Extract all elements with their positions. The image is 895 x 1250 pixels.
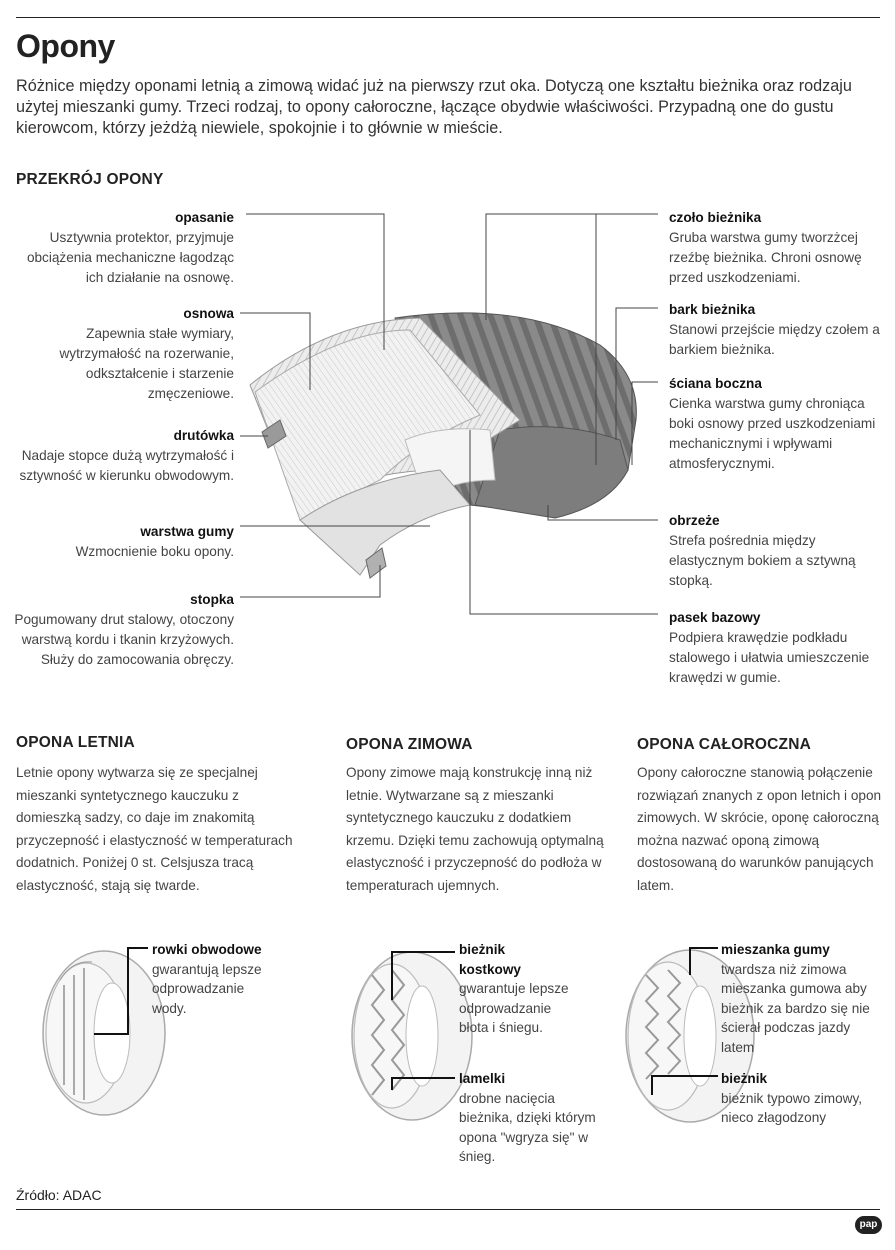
winter-tire	[351, 951, 473, 1121]
allseason-tire	[625, 947, 755, 1123]
winter-heading: OPONA ZIMOWA	[346, 736, 473, 753]
bead-toe	[365, 547, 387, 579]
bead-wire	[261, 419, 287, 449]
bottom-rule	[16, 1209, 880, 1210]
tire-cross-section-illustration	[240, 213, 658, 615]
page-title: Opony	[16, 28, 115, 64]
lower-wall	[299, 469, 471, 576]
pap-logo: pap	[855, 1216, 882, 1234]
allseason-text: Opony całoroczne stanowią połączenie roz…	[637, 765, 882, 893]
source-note: Źródło: ADAC	[16, 1187, 102, 1203]
ply-layer	[254, 329, 481, 521]
allseason-heading: OPONA CAŁOROCZNA	[637, 736, 811, 753]
winter-text: Opony zimowe mają konstrukcję inną niż l…	[346, 765, 604, 893]
summer-text: Letnie opony wytwarza się ze specjalnej …	[16, 765, 293, 893]
summer-tire	[42, 947, 166, 1116]
intro-paragraph: Różnice między oponami letnią a zimową w…	[16, 77, 852, 137]
summer-heading: OPONA LETNIA	[16, 734, 135, 751]
sidewall	[474, 426, 629, 519]
top-rule	[16, 17, 880, 18]
cross-section-heading: PRZEKRÓJ OPONY	[16, 171, 164, 188]
